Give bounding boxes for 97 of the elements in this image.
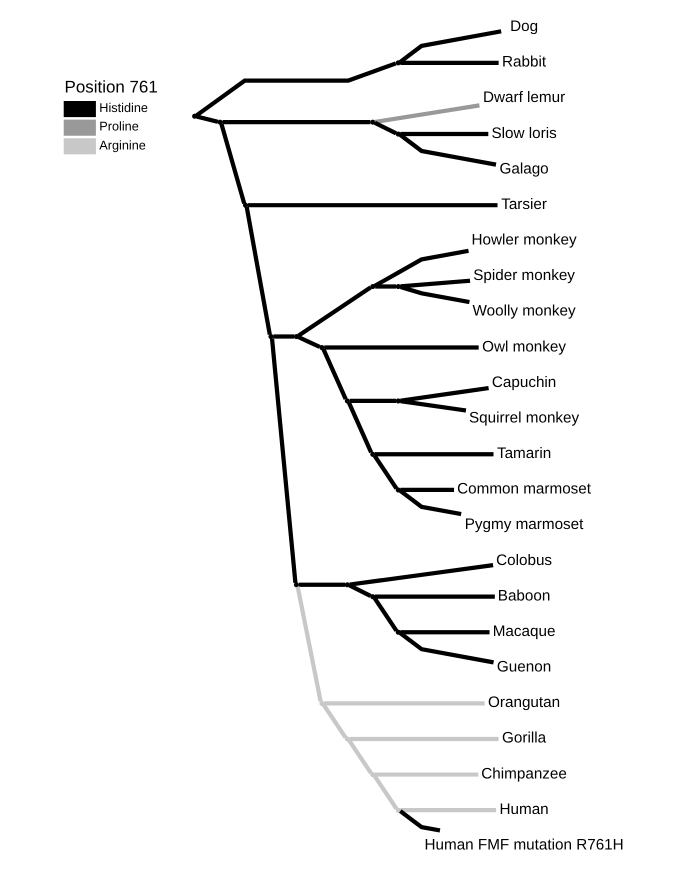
connector <box>324 701 484 706</box>
node-point <box>344 736 350 742</box>
connector <box>400 808 496 812</box>
node-text: Spider monkey <box>472 267 574 284</box>
connector <box>400 399 466 413</box>
legend-label: Proline <box>98 120 138 134</box>
node-text: Human FMF mutation R761H <box>424 836 624 854</box>
node-text: Guenon <box>496 658 551 676</box>
connector <box>349 398 396 404</box>
node-text: Rabbit <box>502 54 546 71</box>
node-text: Human <box>499 800 548 818</box>
connector <box>349 736 498 742</box>
node-point <box>217 120 222 125</box>
node-text: Orangutan <box>488 694 560 712</box>
connector <box>399 284 470 304</box>
node-point <box>370 772 375 778</box>
node-point <box>344 582 350 588</box>
node-text: Gorilla <box>502 730 546 747</box>
connector <box>272 334 294 339</box>
connector <box>398 133 496 167</box>
node-point <box>242 202 248 208</box>
node-point <box>293 334 298 340</box>
connector <box>346 739 372 774</box>
connector <box>324 345 478 350</box>
node-text: Macaque <box>492 622 555 640</box>
node-text: Dog <box>510 18 538 35</box>
connector <box>346 402 373 454</box>
connector <box>398 489 462 516</box>
node-point <box>370 452 375 457</box>
connector <box>372 596 398 632</box>
connector <box>348 584 371 598</box>
node-text: Common marmoset <box>456 480 591 498</box>
node-text: Chimpanzee <box>480 765 566 782</box>
node-point <box>318 344 324 350</box>
node-point <box>395 284 400 290</box>
connector <box>400 60 498 65</box>
node-text: Squirrel monkey <box>468 409 579 426</box>
legend-label: Arginine <box>98 138 146 152</box>
node-point <box>192 114 197 119</box>
node-text: Howler monkey <box>471 232 576 249</box>
node-text: Pygmy marmoset <box>464 516 583 534</box>
connector <box>373 120 396 136</box>
node-point <box>395 630 400 635</box>
connector <box>400 132 488 136</box>
connector <box>222 120 370 124</box>
connector <box>400 278 470 289</box>
node-point <box>395 487 400 492</box>
connector <box>372 774 398 810</box>
node-text: Capuchin <box>491 374 556 391</box>
connector <box>321 348 348 400</box>
connector <box>218 123 246 204</box>
connector <box>269 338 298 584</box>
node-text: Tamarin <box>496 445 551 462</box>
connector <box>398 631 494 664</box>
connector <box>398 29 502 64</box>
connector <box>374 452 493 456</box>
node-point <box>293 582 298 588</box>
node-point <box>318 700 324 706</box>
connector <box>297 335 320 349</box>
node-text: Slow loris <box>490 124 556 142</box>
node-point <box>370 120 375 125</box>
connector <box>298 582 345 587</box>
connector <box>296 286 372 338</box>
legend-label: Histidine <box>98 100 148 115</box>
node-text: Galago <box>498 160 548 178</box>
node-text: Woolly monkey <box>472 302 576 320</box>
connector <box>348 563 493 587</box>
node-text: Tarsier <box>500 196 546 213</box>
node-point <box>395 398 400 404</box>
connector <box>400 488 454 492</box>
connector <box>295 586 322 702</box>
node-point <box>268 334 274 340</box>
connector <box>374 594 494 599</box>
node-text: Baboon <box>497 587 550 604</box>
connector <box>374 103 480 124</box>
connector <box>372 454 398 490</box>
connector <box>196 114 218 124</box>
connector <box>194 61 396 118</box>
connector <box>374 284 396 289</box>
node-point <box>370 594 375 600</box>
connector <box>400 386 488 403</box>
connector <box>373 248 468 288</box>
label: Position 761 <box>64 78 158 97</box>
connector <box>400 630 490 634</box>
connector <box>398 809 440 833</box>
connector <box>374 772 478 777</box>
node-point <box>395 131 400 137</box>
connector <box>244 206 272 335</box>
node-point <box>395 808 400 813</box>
node-point <box>395 60 400 66</box>
node-text: Dwarf lemur <box>482 89 565 106</box>
node-text: Colobus <box>496 552 552 569</box>
connector <box>248 203 498 208</box>
node-text: Owl monkey <box>482 338 566 356</box>
node-point <box>370 284 375 290</box>
connector <box>322 704 347 739</box>
node-point <box>344 398 350 404</box>
